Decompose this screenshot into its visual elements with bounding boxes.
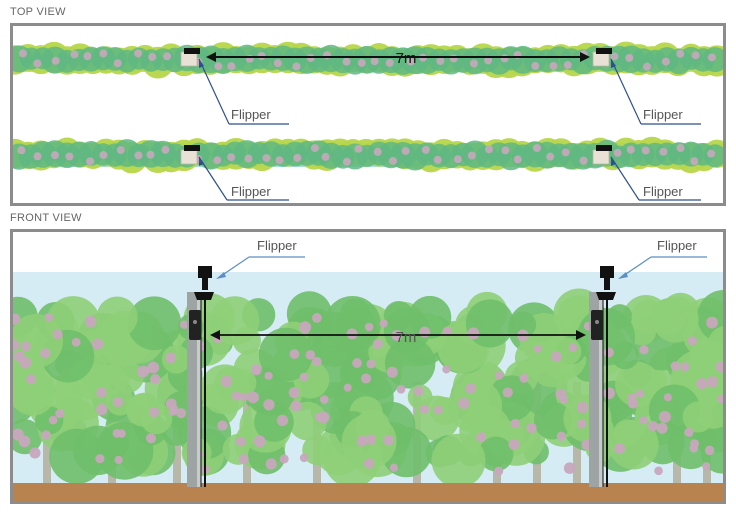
post-left xyxy=(187,266,214,487)
top-view-panel: 7m Flipper Flipper Flipper Flipper xyxy=(10,23,726,206)
post-right xyxy=(589,266,616,487)
flipper-device-front-left xyxy=(189,266,214,340)
distance-arrow-top: 7m xyxy=(206,50,590,67)
front-view-diagram: 7m Flipper Flipper xyxy=(13,238,723,501)
flipper-device-top-right-row1 xyxy=(592,48,612,67)
flipper-callout-1: Flipper xyxy=(198,58,289,125)
flipper-label-1: Flipper xyxy=(231,107,271,122)
top-view-diagram: 7m Flipper Flipper Flipper Flipper xyxy=(13,41,723,201)
soil-strip xyxy=(13,483,723,501)
flipper-callout-front-right: Flipper xyxy=(618,238,707,279)
flipper-device-top-left-row2 xyxy=(180,145,200,165)
flipper-device-top-left-row1 xyxy=(180,48,200,67)
flipper-label-front-1: Flipper xyxy=(257,238,297,253)
flipper-callout-2: Flipper xyxy=(610,58,701,125)
front-view-panel: 7m Flipper Flipper xyxy=(10,229,726,504)
flipper-callout-front-left: Flipper xyxy=(216,238,305,279)
flipper-callout-3: Flipper xyxy=(198,156,289,201)
distance-label-front: 7m xyxy=(396,329,417,346)
tree-row-top-1 xyxy=(13,41,723,79)
front-view-title: FRONT VIEW xyxy=(10,212,82,224)
distance-arrow-front: 7m xyxy=(210,329,586,346)
flipper-device-top-right-row2 xyxy=(592,145,612,165)
flipper-label-front-2: Flipper xyxy=(657,238,697,253)
flipper-label-4: Flipper xyxy=(643,184,683,199)
orchard-canopy xyxy=(13,288,723,488)
flipper-device-front-right xyxy=(591,266,616,340)
tree-row-top-2 xyxy=(13,136,723,174)
flipper-label-3: Flipper xyxy=(231,184,271,199)
flipper-callout-4: Flipper xyxy=(610,156,701,201)
top-view-title: TOP VIEW xyxy=(10,6,66,18)
flipper-label-2: Flipper xyxy=(643,107,683,122)
distance-label-top: 7m xyxy=(396,50,417,67)
